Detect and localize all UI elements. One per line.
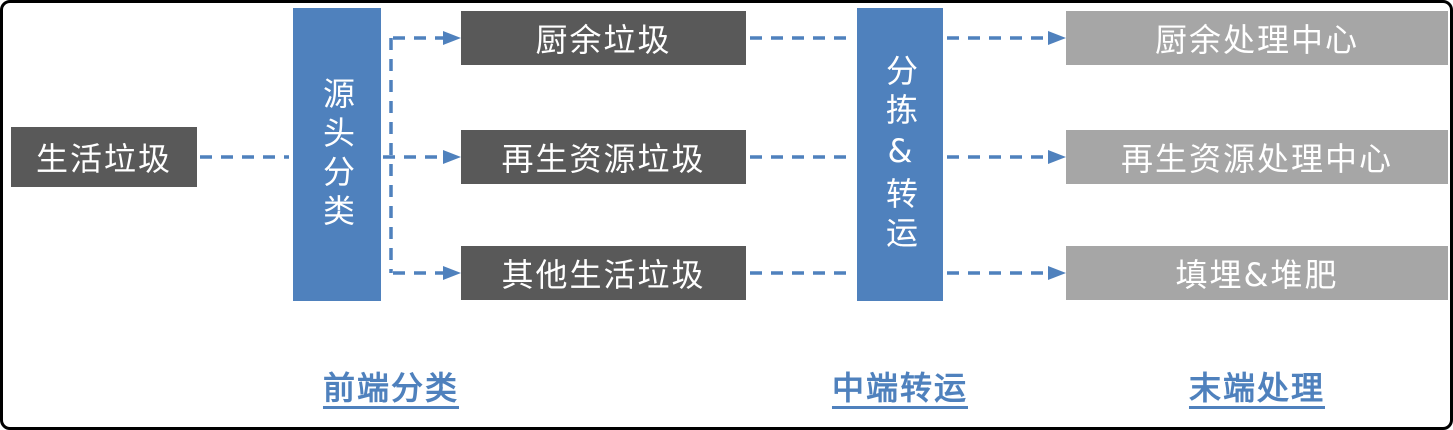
box-kitchen-processing-center-label: 厨余处理中心 [1154,21,1359,59]
stage2-sorting-transfer-bar: 分拣&转运 [857,8,943,301]
box-household-waste-label: 生活垃圾 [35,140,172,178]
box-landfill-compost-label: 填埋&堆肥 [1175,256,1339,294]
stage1-source-sorting-bar: 源头分类 [293,8,381,301]
footer-label-front-end-sorting: 前端分类 [322,369,459,407]
box-landfill-compost: 填埋&堆肥 [1066,246,1448,300]
footer-label-end-processing: 末端处理 [1188,369,1325,407]
box-kitchen-waste-label: 厨余垃圾 [535,21,672,59]
box-kitchen-waste: 厨余垃圾 [461,11,746,65]
footer-label-middle-end-transfer: 中端转运 [831,369,968,407]
box-other-waste: 其他生活垃圾 [461,246,746,300]
stage1-label: 源头分类 [318,76,356,233]
stage2-label: 分拣&转运 [881,54,919,255]
box-kitchen-processing-center: 厨余处理中心 [1066,11,1448,65]
box-recyclable-waste: 再生资源垃圾 [461,130,746,184]
box-household-waste: 生活垃圾 [11,127,197,187]
box-recyclable-waste-label: 再生资源垃圾 [501,140,706,178]
box-other-waste-label: 其他生活垃圾 [501,256,706,294]
box-recycle-processing-center: 再生资源处理中心 [1066,130,1448,184]
box-recycle-processing-center-label: 再生资源处理中心 [1120,140,1393,178]
